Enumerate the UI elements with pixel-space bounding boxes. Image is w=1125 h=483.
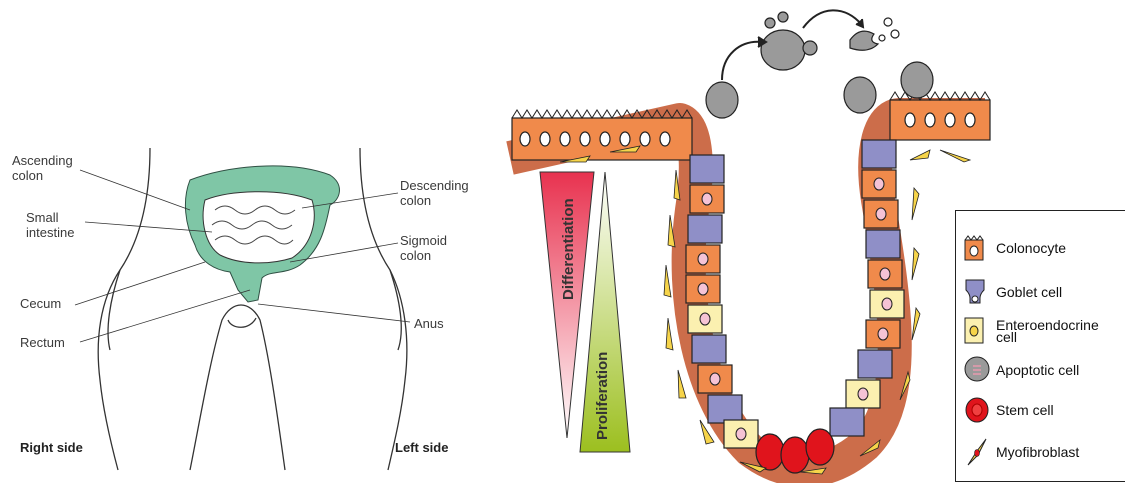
legend-apoptotic-cell: Apoptotic cell — [996, 363, 1079, 377]
colonocyte-icon — [964, 235, 984, 266]
legend-stem-cell: Stem cell — [996, 403, 1054, 417]
label-left-side: Left side — [395, 440, 448, 455]
legend-goblet-cell: Goblet cell — [996, 285, 1062, 299]
enteroendocrine-cell-icon — [964, 317, 984, 350]
label-descending-colon: Descending colon — [400, 178, 469, 208]
large-intestine — [185, 166, 339, 302]
label-cecum: Cecum — [20, 296, 61, 311]
label-differentiation: Differentiation — [560, 198, 577, 300]
label-proliferation: Proliferation — [594, 352, 611, 440]
legend-myofibroblast: Myofibroblast — [996, 445, 1079, 459]
legend-colonocyte: Colonocyte — [996, 241, 1066, 255]
crypt-wall-left — [686, 155, 758, 448]
legend-enteroendocrine-cell: Enteroendocrine cell — [996, 319, 1099, 343]
label-ascending-colon: Ascending colon — [12, 153, 73, 183]
label-rectum: Rectum — [20, 335, 65, 350]
label-sigmoid-colon: Sigmoid colon — [400, 233, 447, 263]
label-right-side: Right side — [20, 440, 83, 455]
surface-epithelium-left — [512, 110, 692, 160]
legend-enteroendocrine-text: Enteroendocrine cell — [996, 317, 1099, 345]
goblet-cell-icon — [964, 277, 986, 310]
myofibroblast-icon — [964, 437, 990, 472]
cell-type-legend: Colonocyte Goblet cell Enteroendocrine c… — [955, 210, 1125, 482]
stem-cell-icon — [964, 397, 990, 428]
label-anus: Anus — [414, 316, 444, 331]
apoptotic-cell-icon — [964, 356, 990, 387]
label-small-intestine: Small intestine — [26, 210, 74, 240]
